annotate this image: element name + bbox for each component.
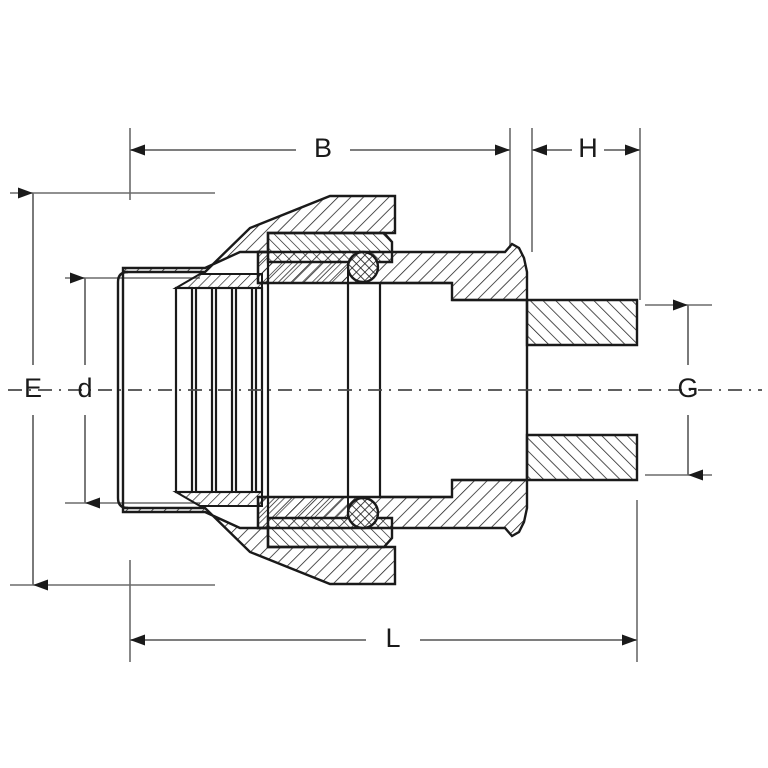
dim-label-E: E <box>24 373 42 403</box>
dimension-lines <box>18 144 703 646</box>
dimension-labels: B H E d G L <box>24 133 699 653</box>
o-ring-lower <box>346 496 380 530</box>
right-spigot <box>525 298 639 482</box>
dim-label-B: B <box>314 133 332 163</box>
dim-label-H: H <box>578 133 598 163</box>
left-coupling-nut <box>116 194 397 586</box>
o-ring-upper <box>346 250 380 284</box>
dim-label-L: L <box>385 623 400 653</box>
dim-label-d: d <box>77 373 92 403</box>
fitting-assembly <box>116 194 639 586</box>
dim-label-G: G <box>677 373 698 403</box>
